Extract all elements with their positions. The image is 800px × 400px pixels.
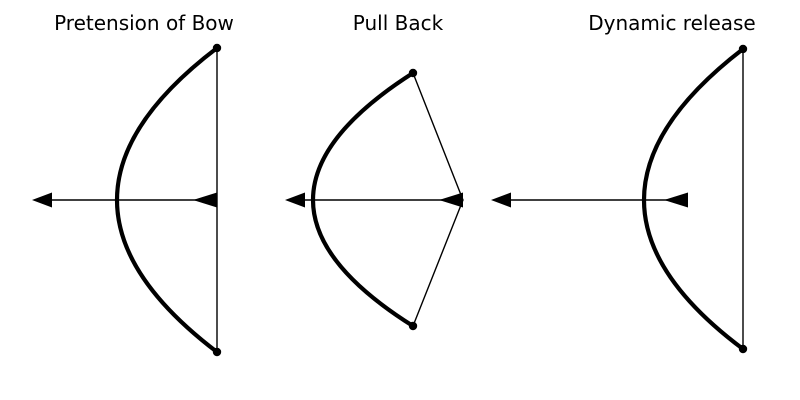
arrow-nock-icon [193, 192, 217, 208]
arrow-nock-icon [664, 192, 688, 208]
panel-title: Pretension of Bow [54, 11, 234, 35]
bow-tip-dot-top [212, 43, 222, 53]
panel-title: Pull Back [353, 11, 444, 35]
bow-tip-dot-top [738, 44, 748, 54]
bow-tip-dot-top [408, 68, 418, 78]
bow-tip-dot-bottom [408, 321, 418, 331]
panel-dynamic-release: Dynamic release [491, 11, 756, 354]
bow-limb [642, 46, 746, 352]
arrow-head-icon [285, 192, 305, 208]
bow-tip-dot-bottom [738, 344, 748, 354]
panel-pretension: Pretension of Bow [32, 11, 234, 357]
arrow-head-icon [32, 192, 52, 208]
arrow-head-icon [491, 192, 511, 208]
arrow-nock-icon [439, 192, 463, 208]
panel-pull-back: Pull Back [285, 11, 464, 331]
panel-title: Dynamic release [588, 11, 756, 35]
bow-tip-dot-bottom [212, 347, 222, 357]
